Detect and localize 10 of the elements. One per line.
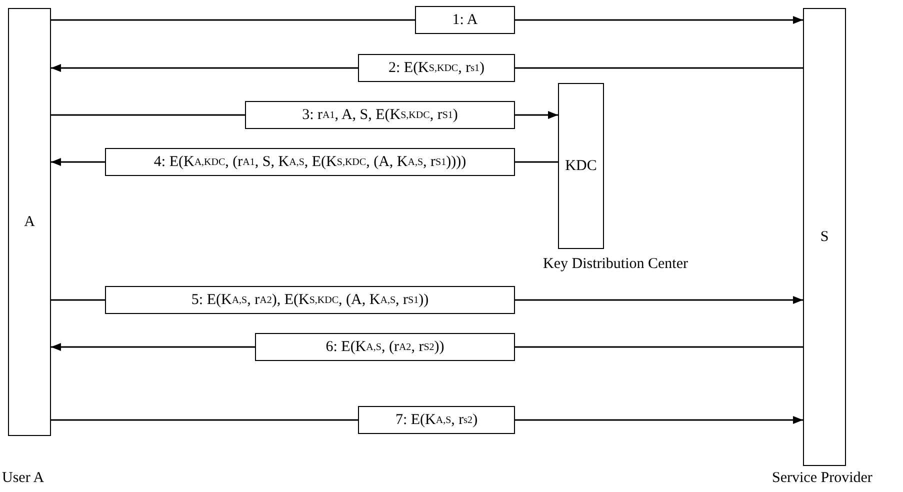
node-label: S: [820, 228, 829, 246]
node-label: Service Provider: [772, 470, 872, 487]
node-label: KDC: [565, 158, 597, 174]
lifeline-box: [8, 8, 51, 436]
message-label: 1: A: [415, 6, 515, 34]
lifeline-box: [558, 83, 604, 249]
node-label: A: [24, 214, 35, 230]
node-label: Key Distribution Center: [543, 256, 688, 273]
node-label: User A: [2, 470, 44, 487]
lifeline-box: [803, 8, 846, 466]
